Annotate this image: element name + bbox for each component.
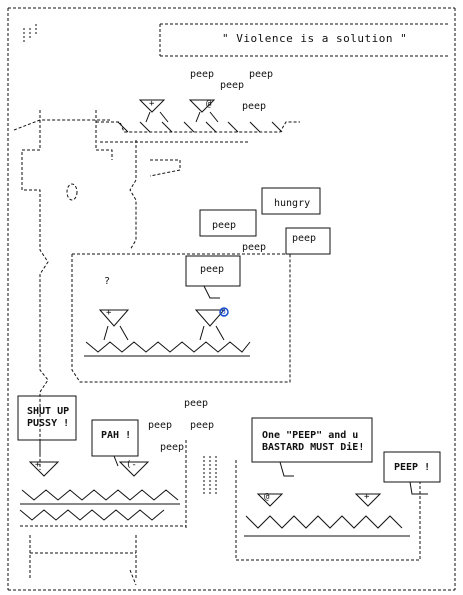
- peep-label-low-4: peep: [160, 442, 185, 453]
- corner-dots: [23, 24, 37, 44]
- middle-box: [71, 253, 291, 383]
- peep-label-mid-4: peep: [200, 264, 225, 275]
- peep-label-top-3: peep: [220, 80, 245, 91]
- question-mark: ?: [104, 276, 111, 287]
- middle-branch: [84, 309, 251, 357]
- chick-glyph-h: +: [364, 492, 370, 502]
- shut-up-line-2: PUSSY !: [27, 418, 70, 429]
- chick-glyph-e: +: [35, 460, 41, 470]
- chick-glyph-b: @: [206, 99, 212, 109]
- tree-trunk: [13, 110, 181, 586]
- peep-label-low-3: peep: [190, 420, 215, 431]
- top-branch: [96, 99, 300, 143]
- peep-label-top-1: peep: [190, 69, 215, 80]
- outer-frame: [7, 7, 456, 591]
- peep-label-low-2: peep: [148, 420, 173, 431]
- peep-label-mid-2: peep: [242, 242, 267, 253]
- threat-line-2: BASTARD MUST DiE!: [262, 442, 365, 453]
- shut-up-line-1: SHUT UP: [27, 406, 70, 417]
- chick-glyph-g: @: [264, 492, 270, 502]
- lower-left: [17, 395, 187, 530]
- chick-glyph-a: +: [149, 99, 155, 109]
- blue-eye-glyph: @: [220, 307, 226, 317]
- blue-eye-marker: [219, 307, 229, 317]
- peep-label-top-4: peep: [242, 101, 267, 112]
- pah-label: PAH !: [101, 430, 132, 441]
- hungry-label: hungry: [274, 198, 311, 209]
- peep-loud-label: PEEP !: [394, 462, 431, 473]
- peep-label-top-2: peep: [249, 69, 274, 80]
- threat-line-1: One "PEEP" and u: [262, 430, 359, 441]
- peep-label-mid-1: peep: [212, 220, 237, 231]
- speech-boxes-mid: [185, 187, 331, 299]
- chick-glyph-f: (-: [126, 460, 137, 470]
- title-box: [159, 23, 448, 57]
- dot-cluster: [203, 456, 217, 494]
- page-title: " Violence is a solution ": [222, 32, 408, 45]
- lower-right: [235, 417, 441, 561]
- chick-glyph-c: +: [106, 308, 112, 318]
- peep-label-mid-3: peep: [292, 233, 317, 244]
- peep-label-low-1: peep: [184, 398, 209, 409]
